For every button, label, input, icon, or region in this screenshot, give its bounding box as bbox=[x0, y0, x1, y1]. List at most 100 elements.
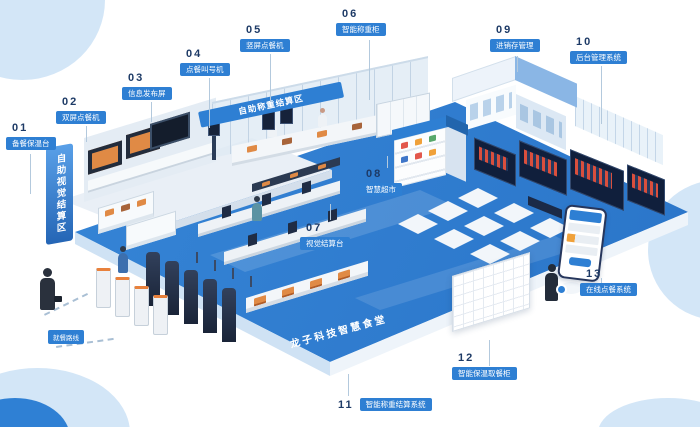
callout-09-label: 进销存管理 bbox=[490, 39, 540, 53]
food-tray bbox=[254, 294, 266, 307]
queue-post bbox=[232, 268, 234, 279]
checkout-screen bbox=[302, 180, 311, 195]
briefcase bbox=[54, 296, 62, 302]
vision-zone-sign: 自助视觉结算区 bbox=[46, 143, 73, 245]
callout-line bbox=[489, 340, 490, 366]
menu-screen bbox=[88, 140, 122, 175]
food-tray bbox=[317, 129, 327, 138]
turnstile-gate bbox=[115, 277, 130, 317]
callout-06: 06 智能称重柜 bbox=[336, 8, 386, 37]
server-pillar bbox=[146, 252, 160, 306]
callout-line bbox=[601, 278, 602, 286]
market-item bbox=[415, 152, 422, 160]
callout-08: 08 智慧超市 bbox=[360, 168, 402, 197]
food-tray bbox=[290, 171, 298, 179]
food-tray bbox=[262, 180, 270, 187]
callout-line bbox=[601, 66, 602, 124]
checkout-screen bbox=[262, 192, 271, 207]
person bbox=[252, 196, 262, 221]
dashboard-chart bbox=[479, 146, 508, 171]
callout-10-label: 后台管理系统 bbox=[570, 51, 627, 65]
decor-blob-bottom-right bbox=[598, 398, 700, 427]
callout-12: 12 智能保温取餐柜 bbox=[452, 352, 517, 381]
food-tray bbox=[282, 286, 294, 298]
market-item bbox=[429, 134, 436, 143]
callout-10: 10 后台管理系统 bbox=[570, 36, 627, 65]
queue-post bbox=[196, 252, 198, 263]
kiosk-pole bbox=[212, 134, 216, 160]
dashboard-chart bbox=[632, 173, 658, 199]
server-pillar bbox=[222, 288, 236, 342]
callout-06-label: 智能称重柜 bbox=[336, 23, 386, 37]
dashboard-chart bbox=[524, 149, 558, 177]
warehouse-windows bbox=[520, 103, 562, 139]
checkout-screen bbox=[248, 232, 257, 247]
callout-01-number: 01 bbox=[12, 122, 29, 134]
callout-04-label: 点餐叫号机 bbox=[180, 63, 230, 77]
callout-01: 01 备餐保温台 bbox=[6, 122, 56, 151]
callout-02-label: 双屏点餐机 bbox=[56, 111, 106, 125]
dining-table bbox=[428, 201, 468, 221]
person-body bbox=[118, 253, 128, 273]
food-tray bbox=[310, 277, 322, 290]
dining-table bbox=[458, 188, 498, 208]
callout-02-number: 02 bbox=[62, 96, 79, 108]
market-item bbox=[401, 155, 408, 164]
app-badge-icon bbox=[556, 284, 567, 295]
callout-13-number: 13 bbox=[586, 268, 603, 280]
queue-post bbox=[250, 276, 252, 287]
callout-04: 04 点餐叫号机 bbox=[180, 48, 230, 77]
dining-table bbox=[470, 244, 510, 264]
slatted-fence bbox=[575, 96, 663, 166]
person-body bbox=[40, 278, 55, 310]
callout-10-number: 10 bbox=[576, 36, 593, 48]
warehouse-windows bbox=[470, 91, 512, 121]
callout-line bbox=[270, 54, 271, 102]
person bbox=[545, 264, 558, 301]
dining-table bbox=[494, 203, 534, 223]
market-item bbox=[401, 141, 408, 150]
callout-04-number: 04 bbox=[186, 48, 203, 60]
person-body bbox=[252, 203, 262, 221]
callout-05: 05 竖屏点餐机 bbox=[240, 24, 290, 53]
callout-12-number: 12 bbox=[458, 352, 475, 364]
phone-app-row bbox=[565, 244, 598, 257]
callout-03-number: 03 bbox=[128, 72, 145, 84]
callout-05-number: 05 bbox=[246, 24, 263, 36]
dining-table bbox=[434, 229, 474, 249]
route-label: 就餐路线 bbox=[48, 330, 84, 344]
phone-app-button bbox=[568, 256, 592, 268]
phone-app-row bbox=[566, 233, 600, 246]
person-head bbox=[547, 264, 556, 272]
decor-blob-top-left bbox=[0, 0, 105, 80]
callout-03: 03 信息发布屏 bbox=[122, 72, 172, 101]
callout-line bbox=[517, 56, 518, 72]
callout-line bbox=[86, 126, 87, 142]
callout-09: 09 进销存管理 bbox=[490, 24, 540, 53]
queue-post bbox=[214, 260, 216, 271]
phone-app-header bbox=[569, 209, 603, 224]
server-pillar bbox=[203, 279, 217, 333]
server-pillar bbox=[165, 261, 179, 315]
callout-08-number: 08 bbox=[366, 168, 383, 180]
callout-11: 11 智能称重结算系统 bbox=[338, 398, 432, 412]
person-head bbox=[120, 246, 126, 252]
food-tray bbox=[121, 203, 130, 212]
person-body bbox=[318, 114, 327, 127]
callout-line bbox=[209, 78, 210, 128]
turnstile-gate bbox=[134, 286, 149, 326]
food-tray bbox=[338, 269, 350, 281]
callout-13-label: 在线点餐系统 bbox=[580, 283, 637, 297]
server-pillar bbox=[184, 270, 198, 324]
market-item bbox=[415, 138, 422, 146]
food-tray bbox=[137, 198, 146, 208]
vision-zone-sign-text: 自助视觉结算区 bbox=[54, 152, 66, 236]
callout-06-number: 06 bbox=[342, 8, 359, 20]
dining-table bbox=[464, 216, 504, 236]
callout-line bbox=[330, 204, 331, 220]
dining-table bbox=[398, 214, 438, 234]
person bbox=[118, 246, 128, 273]
person-head bbox=[320, 108, 325, 113]
callout-08-label: 智慧超市 bbox=[360, 183, 402, 197]
callout-line bbox=[369, 40, 370, 100]
